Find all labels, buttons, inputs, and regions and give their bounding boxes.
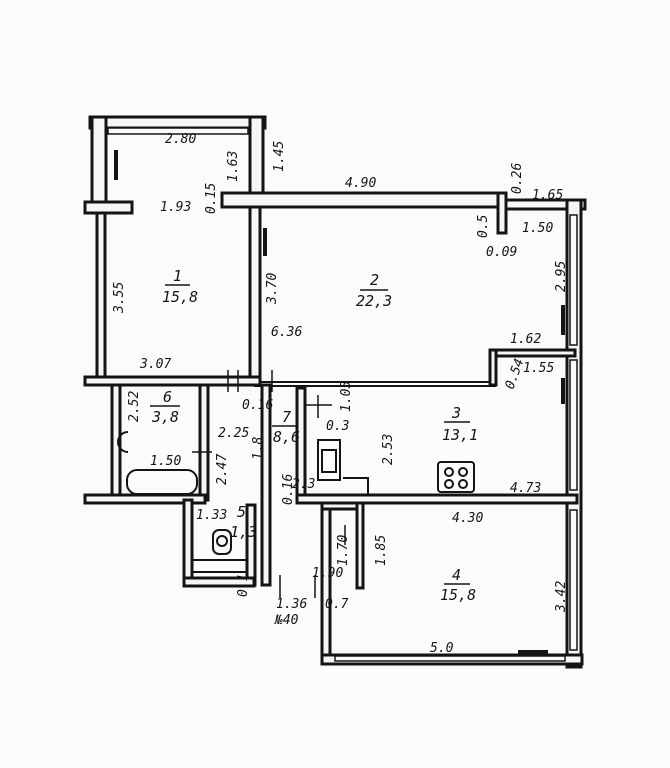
wall-wc-bottom [182,576,256,588]
dim-1-93: 1.93 [160,200,191,215]
wall-room1-room2 [248,205,262,379]
wall-bath-right [198,383,210,502]
dim-2-52: 2.52 [127,391,142,422]
dim-0-7: 0.7 [325,597,349,612]
window-room4-bottom [334,655,566,662]
bathtub [126,469,198,495]
wall-wc-right [245,503,257,587]
dim-0-5: 0.5 [476,214,491,238]
dim-1-62: 1.62 [510,332,541,347]
wall-room1-stub [83,200,134,215]
dim-1-33: 1.33 [196,508,227,523]
window-room2-right [569,214,578,346]
radiator-room3 [561,378,565,404]
wall-entry-v [355,501,365,590]
room-3-number: 3 [451,404,461,422]
dim-0-15: 0.15 [204,183,219,214]
dim-1-36: 1.36 [276,597,307,612]
stove-burner-1 [444,467,454,477]
stove-burner-4 [458,479,468,489]
dim-0-1: 0.1 [236,574,251,597]
kitchen-cabinet [343,477,369,496]
dim-6-36: 6.36 [271,325,302,340]
kitchen-sink [317,439,341,481]
wall-wc-left [182,498,194,587]
wall-room1-top [88,115,267,130]
dim-1-70: 1.70 [336,535,351,566]
apartment-label: №40 [273,613,299,628]
room-2-area: 22,3 [356,292,392,310]
dim-5-0: 5.0 [430,641,454,656]
room-6-number: 6 [163,388,172,406]
radiator-room4 [518,650,548,654]
kitchen-sink-inner [321,449,337,473]
room-7-number: 7 [282,408,291,426]
dim-2-80: 2.80 [165,132,196,147]
dim-0-09: 0.09 [486,245,517,260]
dim-4-90: 4.90 [345,176,376,191]
radiator-room2-right [561,305,565,335]
wall-corridor-right [320,501,332,665]
room-5-number: 5 [237,503,246,521]
dim-1-63: 1.63 [226,151,241,182]
dim-1-55: 1.55 [523,361,554,376]
wall-hall-left [260,383,272,587]
bath-sink [117,431,129,453]
dim-2-47: 2.47 [215,454,230,485]
wall-room1-bottom [83,375,262,387]
dim-4-30: 4.30 [452,511,483,526]
toilet-bowl [216,535,228,547]
room-4-number: 4 [452,566,461,584]
dim-3-07: 3.07 [139,357,171,372]
dim-1-8: 1.8 [251,436,266,460]
dim-2-3: 2.3 [292,477,315,492]
dim-0-16: 0.16 [242,398,273,413]
dim-0-3: 0.3 [326,419,349,434]
room-1-number: 1 [173,267,182,285]
dim-4-73: 4.73 [510,481,541,496]
stove-burner-3 [444,479,454,489]
room-7-area: 8,6 [273,428,300,446]
wall-kitchen-bottom [295,493,579,505]
room-1-area: 15,8 [162,288,198,306]
dim-0-26: 0.26 [510,163,525,194]
dim-1-85: 1.85 [374,535,389,566]
room-5-area: 1,3 [230,523,257,541]
radiator-room2 [263,228,267,256]
wall-room2-3-step [488,348,577,358]
wall-room2-bottom [254,381,496,387]
room-2-number: 2 [370,271,379,289]
dim-3-55: 3.55 [112,282,127,314]
room-3-area: 13,1 [442,426,478,444]
room-4-area: 15,8 [440,586,476,604]
dim-2-95: 2.95 [554,261,569,292]
wc-shelf [191,559,248,573]
dim-1-50-bath: 1.50 [150,454,181,469]
kitchen-stove [437,461,475,493]
radiator-room1 [114,150,118,180]
room-6-area: 3,8 [151,408,179,426]
dim-1-45: 1.45 [272,141,287,172]
wall-step-v [488,348,498,387]
dim-1-65: 1.65 [532,188,563,203]
dim-2-25: 2.25 [218,426,249,441]
dim-1-50-top: 1.50 [522,221,553,236]
toilet [212,529,232,555]
wall-left-lower [95,205,107,379]
dim-1-05: 1.05 [339,381,354,412]
stove-burner-2 [458,467,468,477]
dim-1-90: 1.90 [312,566,343,581]
dim-0-16b: 0.16 [281,474,296,505]
wall-room2-top [220,191,504,209]
dim-2-53: 2.53 [381,434,396,465]
window-room3-right [569,359,578,491]
window-room4-right [569,509,578,651]
dim-3-42: 3.42 [554,581,569,613]
wall-left-outer [90,115,108,209]
window-room1 [107,127,249,135]
dim-3-70: 3.70 [265,273,280,305]
wall-col [496,191,508,235]
